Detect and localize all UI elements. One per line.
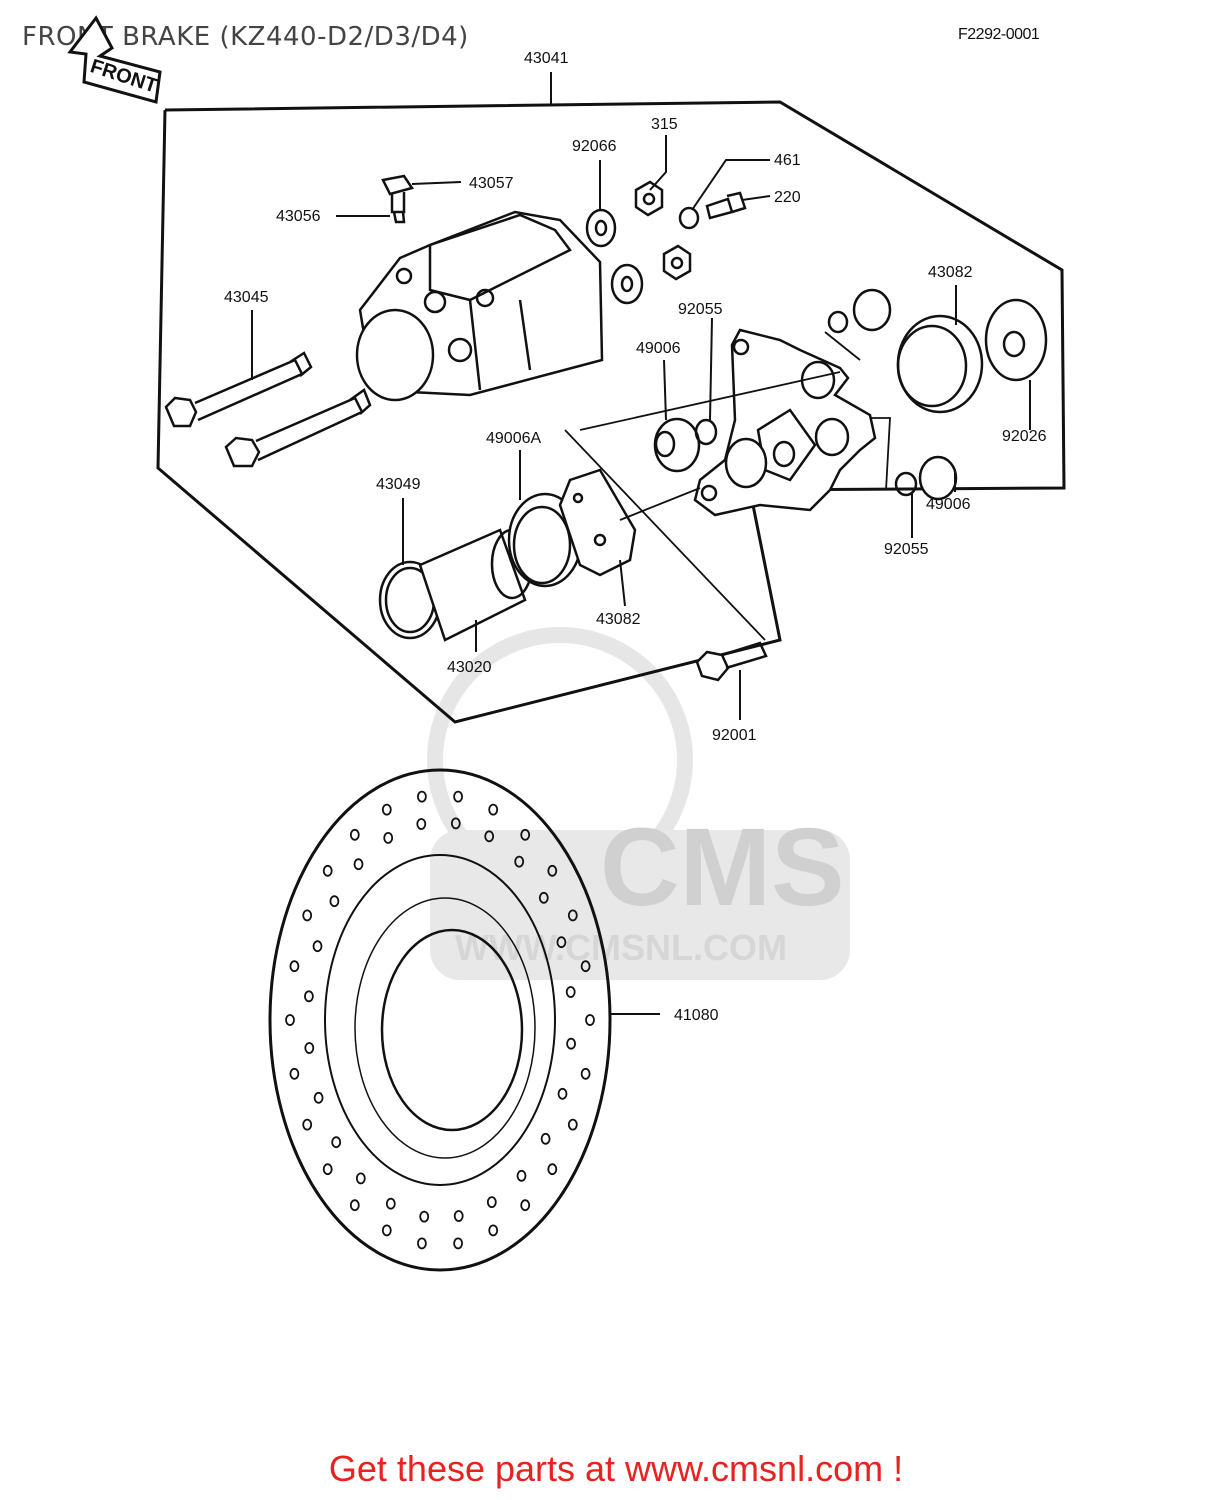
disc-hole: [304, 1042, 315, 1054]
disc-hole: [349, 828, 360, 841]
disc-hole: [516, 1169, 527, 1182]
disc-hole: [329, 895, 340, 908]
disc-hole: [313, 1091, 324, 1104]
disc-hole: [349, 1199, 360, 1212]
disc-hole: [547, 864, 558, 877]
figure-code: F2292-0001: [958, 26, 1040, 43]
disc-hole: [520, 828, 531, 841]
part-label-92001[interactable]: 92001: [712, 727, 757, 744]
disc-hole: [565, 986, 576, 998]
disc-hole: [547, 1163, 558, 1176]
pad-43082: [558, 468, 637, 577]
front-arrow: FRONT: [67, 15, 162, 104]
disc-hole: [567, 1118, 578, 1131]
part-label-92066[interactable]: 92066: [572, 138, 617, 155]
disc-hole: [381, 1224, 392, 1237]
part-label-43045[interactable]: 43045: [224, 289, 269, 306]
disc-hole: [322, 1163, 333, 1176]
disc-hole: [567, 909, 578, 922]
watermark-url: WWW.CMSNL.COM: [455, 927, 787, 968]
boot-49006-upper: [724, 360, 850, 489]
bolt-43045-lower: [224, 388, 372, 468]
part-label-43082-bottom[interactable]: 43082: [596, 611, 641, 628]
disc-hole: [331, 1136, 342, 1149]
disc-hole: [289, 960, 300, 973]
disc-hole: [453, 790, 464, 803]
cap-43082: [896, 314, 984, 414]
part-labels: 43041 315 92066 461 43057 220 43056 4304…: [224, 50, 1047, 1024]
disc-hole: [322, 864, 333, 877]
disc-hole: [385, 1197, 396, 1210]
part-label-43082-top[interactable]: 43082: [928, 264, 973, 281]
boot-49006-right: [852, 288, 958, 501]
watermark-brand: CMS: [600, 806, 844, 929]
part-label-49006-right[interactable]: 49006: [926, 496, 971, 513]
disc-hole: [514, 855, 525, 868]
part-label-92055-top[interactable]: 92055: [678, 301, 723, 318]
boot-49006-left: [653, 417, 701, 473]
part-label-43020[interactable]: 43020: [447, 659, 492, 676]
part-label-41080[interactable]: 41080: [674, 1007, 719, 1024]
disc-hole: [302, 1118, 313, 1131]
nut-315: [634, 180, 692, 281]
disc-hole: [419, 1210, 430, 1223]
line-art: [164, 174, 1048, 682]
disc-hole: [488, 803, 499, 816]
disc-hole: [540, 1132, 551, 1145]
disc-hole: [353, 858, 364, 871]
disc-hole: [580, 1067, 591, 1080]
disc-hole: [556, 936, 567, 949]
get-parts-link[interactable]: Get these parts at www.cmsnl.com !: [328, 1448, 904, 1489]
part-label-92026[interactable]: 92026: [1002, 428, 1047, 445]
bleeder-valve: [381, 174, 415, 224]
disc-hole: [312, 940, 323, 953]
disc-hole: [453, 1237, 464, 1250]
disc-hole: [520, 1199, 531, 1212]
washer-461: [678, 206, 700, 230]
bolt-43045-upper: [164, 351, 313, 428]
disc-hole: [383, 832, 394, 844]
disc-hole: [381, 803, 392, 816]
part-label-461[interactable]: 461: [774, 152, 801, 169]
cap-92026: [984, 298, 1048, 382]
disc-hole: [585, 1014, 595, 1026]
disc-hole: [488, 1224, 499, 1237]
part-label-43056[interactable]: 43056: [276, 208, 321, 225]
bolt-92001: [695, 641, 768, 682]
disc-hole: [416, 1237, 427, 1250]
part-label-43041[interactable]: 43041: [524, 50, 569, 67]
part-label-43057[interactable]: 43057: [469, 175, 514, 192]
disc-hole: [557, 1087, 568, 1100]
part-label-315[interactable]: 315: [651, 116, 678, 133]
disc-hole: [486, 1196, 497, 1208]
disc-hole: [416, 818, 427, 830]
disc-hole: [580, 960, 591, 973]
assembly-outline: [156, 100, 1066, 724]
disc-hole: [538, 891, 549, 904]
brake-disc-41080: [268, 768, 612, 1272]
part-label-49006-left[interactable]: 49006: [636, 340, 681, 357]
disc-hole: [285, 1014, 295, 1026]
part-label-49006A[interactable]: 49006A: [486, 430, 541, 447]
disc-hole: [416, 790, 427, 803]
disc-hole: [484, 830, 495, 843]
disc-hole: [289, 1067, 300, 1080]
cms-watermark: CMS WWW.CMSNL.COM: [427, 627, 850, 980]
oring-92055: [694, 310, 918, 497]
disc-hole: [450, 817, 461, 830]
leader-lines: [251, 72, 1031, 1015]
caliper-bracket: [693, 328, 877, 517]
part-label-92055-bottom[interactable]: 92055: [884, 541, 929, 558]
disc-hole: [302, 909, 313, 922]
disc-hole: [566, 1037, 576, 1050]
bolt-220: [705, 191, 747, 220]
disc-hole: [303, 990, 314, 1003]
disc-hole: [453, 1210, 464, 1222]
part-label-43049[interactable]: 43049: [376, 476, 421, 493]
caliper-body: [355, 210, 604, 402]
disc-hole: [355, 1172, 366, 1185]
part-label-220[interactable]: 220: [774, 189, 801, 206]
